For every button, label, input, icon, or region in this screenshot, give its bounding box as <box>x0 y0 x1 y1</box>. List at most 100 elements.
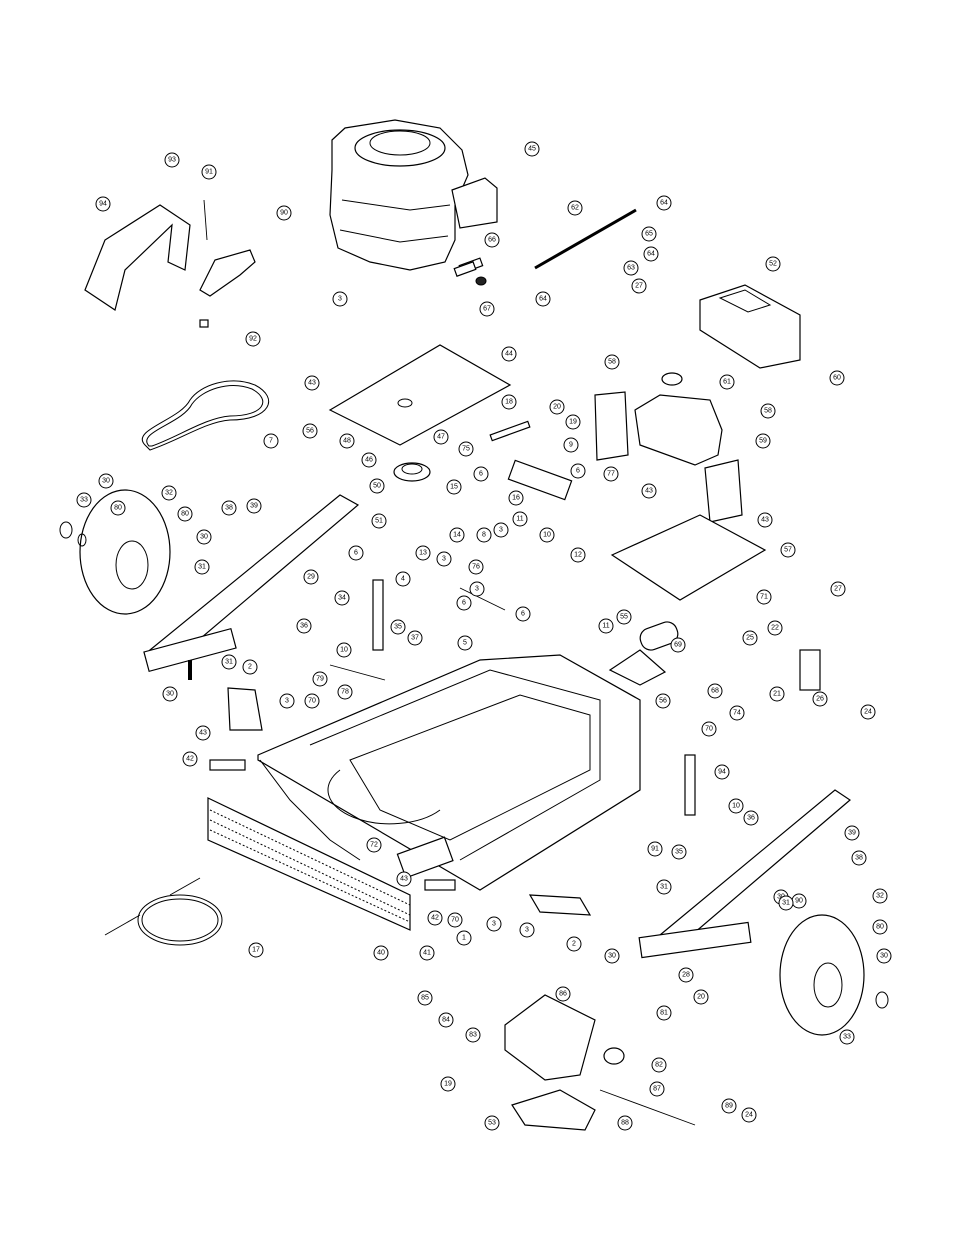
callout-label: 83 <box>469 1032 477 1039</box>
callout-bubble <box>438 1012 454 1028</box>
callout-37: 37 <box>407 630 423 646</box>
callout-38: 38 <box>221 500 237 516</box>
callout-label: 20 <box>697 994 705 1001</box>
callout-bubble <box>373 945 389 961</box>
callout-label: 35 <box>394 624 402 631</box>
callout-bubble <box>196 529 212 545</box>
callout-label: 87 <box>653 1086 661 1093</box>
bracket-drawing <box>504 994 696 1131</box>
callout-label: 77 <box>607 471 615 478</box>
callout-bubble <box>484 1115 500 1131</box>
callout-bubble <box>765 256 781 272</box>
callout-bubble <box>656 1005 672 1021</box>
callout-label: 3 <box>499 527 503 534</box>
callout-label: 6 <box>576 468 580 475</box>
callout-label: 24 <box>745 1112 753 1119</box>
callout-16: 16 <box>508 490 524 506</box>
callout-label: 35 <box>675 849 683 856</box>
callout-90: 90 <box>791 893 807 909</box>
callout-label: 46 <box>365 457 373 464</box>
callout-label: 33 <box>80 497 88 504</box>
callout-label: 19 <box>569 419 577 426</box>
callout-64: 64 <box>643 246 659 262</box>
callout-14: 14 <box>449 527 465 543</box>
callout-3: 3 <box>519 922 535 938</box>
callout-bubble <box>524 141 540 157</box>
belt-drawing <box>141 380 270 451</box>
callout-label: 74 <box>733 710 741 717</box>
callout-bubble <box>829 370 845 386</box>
callout-6: 6 <box>570 463 586 479</box>
callout-60: 60 <box>829 370 845 386</box>
callout-58: 58 <box>604 354 620 370</box>
right-wheel-drawing <box>779 914 889 1036</box>
callout-bubble <box>339 433 355 449</box>
callout-bubble <box>366 837 382 853</box>
callout-bubble <box>348 545 364 561</box>
callout-bubble <box>95 196 111 212</box>
callout-bubble <box>221 654 237 670</box>
callout-76: 76 <box>468 559 484 575</box>
callout-70: 70 <box>701 721 717 737</box>
callout-bubble <box>76 492 92 508</box>
callout-label: 39 <box>848 830 856 837</box>
callout-84: 84 <box>438 1012 454 1028</box>
callout-bubble <box>336 642 352 658</box>
callout-29: 29 <box>303 569 319 585</box>
callout-label: 80 <box>181 511 189 518</box>
callout-label: 36 <box>747 815 755 822</box>
callout-label: 61 <box>723 379 731 386</box>
callout-label: 53 <box>488 1120 496 1127</box>
callout-label: 62 <box>571 205 579 212</box>
callout-label: 42 <box>186 756 194 763</box>
callout-77: 77 <box>603 466 619 482</box>
callout-label: 58 <box>764 408 772 415</box>
callout-27: 27 <box>631 278 647 294</box>
callout-62: 62 <box>567 200 583 216</box>
callout-bubble <box>741 1107 757 1123</box>
callout-10: 10 <box>336 642 352 658</box>
callout-3: 3 <box>493 522 509 538</box>
callout-label: 94 <box>99 201 107 208</box>
cable-drawing <box>104 877 223 946</box>
callout-2: 2 <box>242 659 258 675</box>
callout-bubble <box>276 205 292 221</box>
callout-label: 32 <box>876 893 884 900</box>
callout-31: 31 <box>778 895 794 911</box>
callout-bubble <box>563 437 579 453</box>
callout-label: 5 <box>463 640 467 647</box>
callout-bubble <box>195 725 211 741</box>
callout-bubble <box>161 485 177 501</box>
callout-bubble <box>839 1029 855 1045</box>
callout-label: 82 <box>655 1062 663 1069</box>
left-wheel-drawing <box>59 489 171 615</box>
callout-bubble <box>427 910 443 926</box>
callout-bubble <box>643 246 659 262</box>
callout-label: 24 <box>864 709 872 716</box>
callout-label: 8 <box>482 532 486 539</box>
callout-bubble <box>742 630 758 646</box>
callout-label: 45 <box>528 146 536 153</box>
callout-label: 31 <box>782 900 790 907</box>
callout-label: 75 <box>462 446 470 453</box>
callout-bubble <box>456 930 472 946</box>
callout-bubble <box>110 500 126 516</box>
callout-label: 79 <box>316 676 324 683</box>
callout-80: 80 <box>872 919 888 935</box>
callout-bubble <box>656 879 672 895</box>
callout-bubble <box>604 948 620 964</box>
callout-label: 51 <box>375 518 383 525</box>
callout-63: 63 <box>623 260 639 276</box>
callout-bubble <box>555 986 571 1002</box>
callout-label: 3 <box>285 698 289 705</box>
callout-35: 35 <box>390 619 406 635</box>
callout-bubble <box>395 571 411 587</box>
engine-drawing <box>329 119 498 286</box>
callout-label: 70 <box>308 698 316 705</box>
callout-bubble <box>396 871 412 887</box>
callout-34: 34 <box>334 590 350 606</box>
left-axle-drawing <box>143 494 360 680</box>
callout-30: 30 <box>98 473 114 489</box>
callout-bubble <box>707 683 723 699</box>
